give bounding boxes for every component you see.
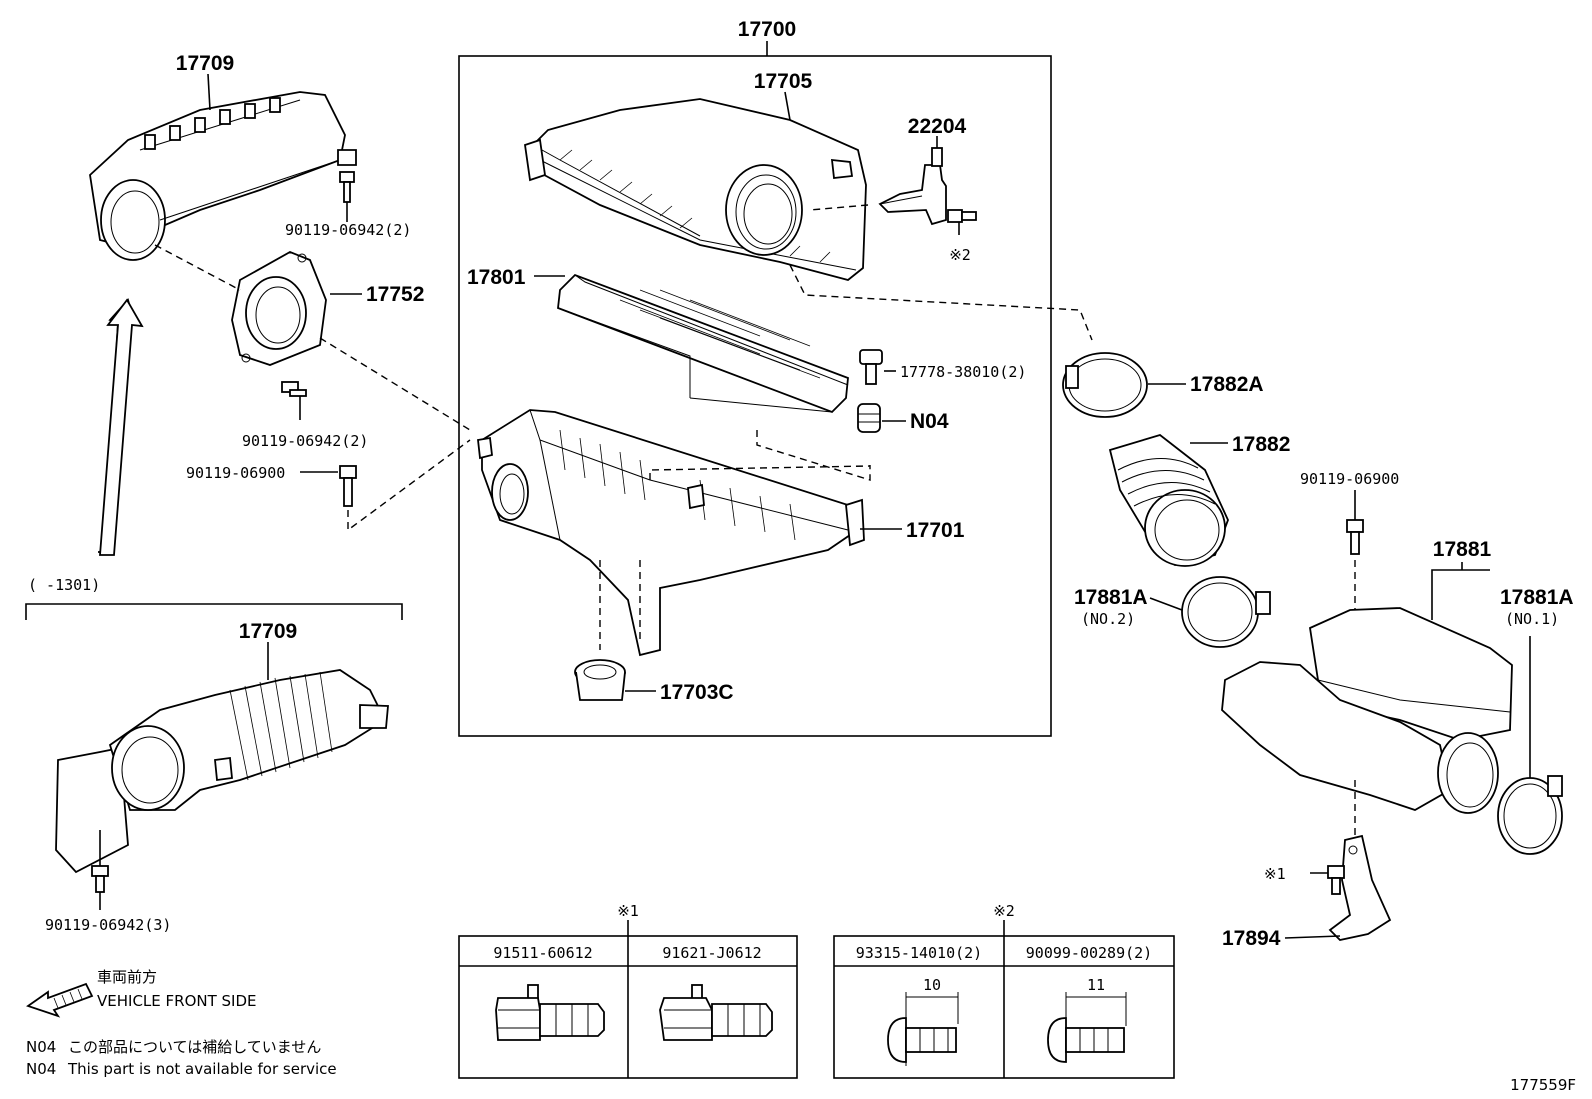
vehicle-front-arrow-icon — [26, 982, 94, 1018]
label-90119-06942-3[interactable]: 90119-06942(3) — [45, 916, 171, 934]
label-17703c[interactable]: 17703C — [660, 681, 734, 704]
clamp-17882a[interactable] — [1062, 352, 1148, 418]
label-17801[interactable]: 17801 — [467, 266, 526, 289]
label-17894[interactable]: 17894 — [1222, 927, 1281, 950]
label-17881a-no2-sub: (NO.2) — [1081, 610, 1135, 628]
screw-90099-icon — [1047, 992, 1127, 1063]
air-cleaner-cap-17705[interactable] — [524, 98, 867, 281]
label-17700[interactable]: 17700 — [738, 18, 796, 41]
bolt-90119-06942-upper[interactable] — [339, 171, 355, 203]
filter-element-17801[interactable] — [557, 273, 849, 414]
clamp-17881a-no1[interactable] — [1497, 775, 1563, 855]
label-17705[interactable]: 17705 — [754, 70, 813, 93]
bolt-91621-icon — [659, 984, 773, 1041]
label-17752[interactable]: 17752 — [366, 283, 424, 306]
label-17778[interactable]: 17778-38010(2) — [900, 363, 1026, 381]
airflow-meter-22204[interactable] — [878, 147, 947, 226]
bolt-90119-06942-lower[interactable] — [281, 381, 307, 397]
inlet-duct-17709-upper[interactable] — [89, 91, 357, 261]
note-2-text: This part is not available for service — [67, 1060, 337, 1078]
screw-93315-icon — [887, 992, 959, 1066]
table2-dim-1: 10 — [923, 976, 941, 994]
label-17882a[interactable]: 17882A — [1190, 373, 1264, 396]
clip-17778[interactable] — [859, 349, 883, 385]
label-17881[interactable]: 17881 — [1433, 538, 1492, 561]
bolt-90119-06942-3[interactable] — [91, 865, 109, 893]
bolt-mark1[interactable] — [1327, 865, 1345, 895]
label-22204[interactable]: 22204 — [908, 115, 967, 138]
label-17881a-no2[interactable]: 17881A — [1074, 586, 1148, 609]
label-17881a-no1-sub: (NO.1) — [1505, 610, 1559, 628]
table1-mark: ※1 — [617, 902, 639, 920]
front-label-jp: 車両前方 — [97, 968, 157, 986]
table2-header-2: 90099-00289(2) — [1026, 944, 1152, 962]
label-90119-06942-2b[interactable]: 90119-06942(2) — [242, 432, 368, 450]
fastener-table-2 — [833, 935, 1175, 1079]
range-label: ( -1301) — [28, 576, 100, 594]
figure-id: 177559F — [1510, 1076, 1576, 1094]
table2-header-1: 93315-14010(2) — [856, 944, 982, 962]
assembly-box-17700 — [458, 55, 1052, 737]
bolt-90119-06900-right[interactable] — [1346, 519, 1364, 555]
label-mark2-short: ※2 — [949, 246, 971, 264]
label-n04[interactable]: N04 — [910, 410, 949, 433]
drain-17703c[interactable] — [574, 659, 626, 701]
front-label-en: VEHICLE FRONT SIDE — [97, 992, 257, 1010]
note-1-code: N04 — [26, 1038, 56, 1056]
fastener-table-1 — [458, 935, 798, 1079]
label-17882[interactable]: 17882 — [1232, 433, 1290, 456]
grommet-n04[interactable] — [857, 403, 881, 433]
note-2-code: N04 — [26, 1060, 56, 1078]
air-cleaner-case-17701[interactable] — [477, 409, 865, 657]
resonator-17881[interactable] — [1221, 607, 1513, 814]
inlet-duct-17709-lower[interactable] — [55, 669, 389, 874]
clamp-17881a-no2[interactable] — [1181, 576, 1271, 648]
label-17701[interactable]: 17701 — [906, 519, 965, 542]
note-1-text: この部品については補給していません — [68, 1038, 321, 1056]
bolt-90119-06900-left[interactable] — [339, 465, 357, 507]
label-90119-06900-left[interactable]: 90119-06900 — [186, 464, 285, 482]
label-90119-06942-2a[interactable]: 90119-06942(2) — [285, 221, 411, 239]
up-arrow — [98, 298, 144, 556]
flange-bolt-91511-icon — [495, 984, 605, 1041]
hose-17882[interactable] — [1108, 434, 1229, 567]
label-90119-06900-right[interactable]: 90119-06900 — [1300, 470, 1399, 488]
label-17709-lower[interactable]: 17709 — [239, 620, 297, 643]
label-17709-upper[interactable]: 17709 — [176, 52, 234, 75]
bracket-17894[interactable] — [1328, 834, 1392, 941]
table2-mark: ※2 — [993, 902, 1015, 920]
screw-mark2[interactable] — [947, 209, 977, 223]
label-mark1-short: ※1 — [1264, 865, 1286, 883]
table2-dim-2: 11 — [1087, 976, 1105, 994]
adapter-17752[interactable] — [231, 251, 327, 366]
table1-header-1: 91511-60612 — [493, 944, 592, 962]
label-17881a-no1[interactable]: 17881A — [1500, 586, 1574, 609]
table1-header-2: 91621-J0612 — [662, 944, 761, 962]
